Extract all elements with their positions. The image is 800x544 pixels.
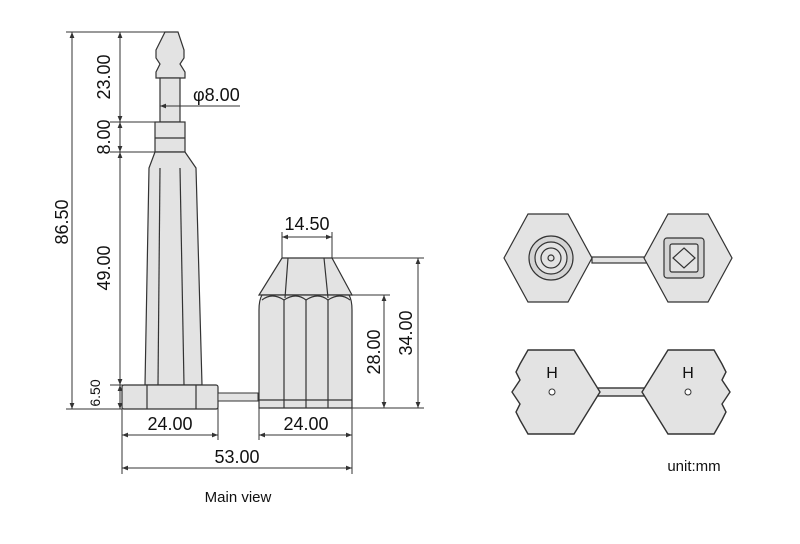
main-view-caption: Main view: [205, 489, 272, 506]
bottom-view-mark-left: H: [546, 365, 558, 382]
bottom-view-mark-right: H: [682, 365, 694, 382]
bolt-base: [121, 384, 219, 410]
dim-overall-width: 53.00: [214, 447, 259, 467]
dim-top-tip: 23.00: [94, 54, 114, 99]
bolt-collar: [154, 121, 186, 153]
dim-barrel-body-height: 28.00: [364, 329, 384, 374]
dim-neck: 8.00: [94, 119, 114, 154]
dim-total-height: 86.50: [52, 199, 72, 244]
bolt-tip: [155, 31, 186, 79]
dim-diameter: φ8.00: [193, 85, 240, 105]
dim-base: 6.50: [87, 379, 103, 406]
unit-note: unit:mm: [667, 458, 720, 475]
top-view: [503, 213, 733, 303]
barrel-dimension-lines: [258, 232, 424, 440]
bolt-shaft: [144, 151, 203, 386]
dim-barrel-total-height: 34.00: [396, 310, 416, 355]
bolt-neck: [159, 77, 181, 123]
dim-barrel-base-width: 24.00: [283, 414, 328, 434]
barrel-top: [257, 257, 354, 296]
dim-barrel-top-width: 14.50: [284, 214, 329, 234]
dim-bolt-base-width: 24.00: [147, 414, 192, 434]
bolt-part: [121, 31, 219, 410]
barrel-part: [257, 257, 354, 409]
bottom-view: [511, 349, 731, 435]
bottom-view-shape-left: [511, 349, 601, 435]
connector-bar: [217, 392, 259, 402]
bolt-dimension-lines: [66, 31, 353, 474]
dim-shaft: 49.00: [94, 245, 114, 290]
